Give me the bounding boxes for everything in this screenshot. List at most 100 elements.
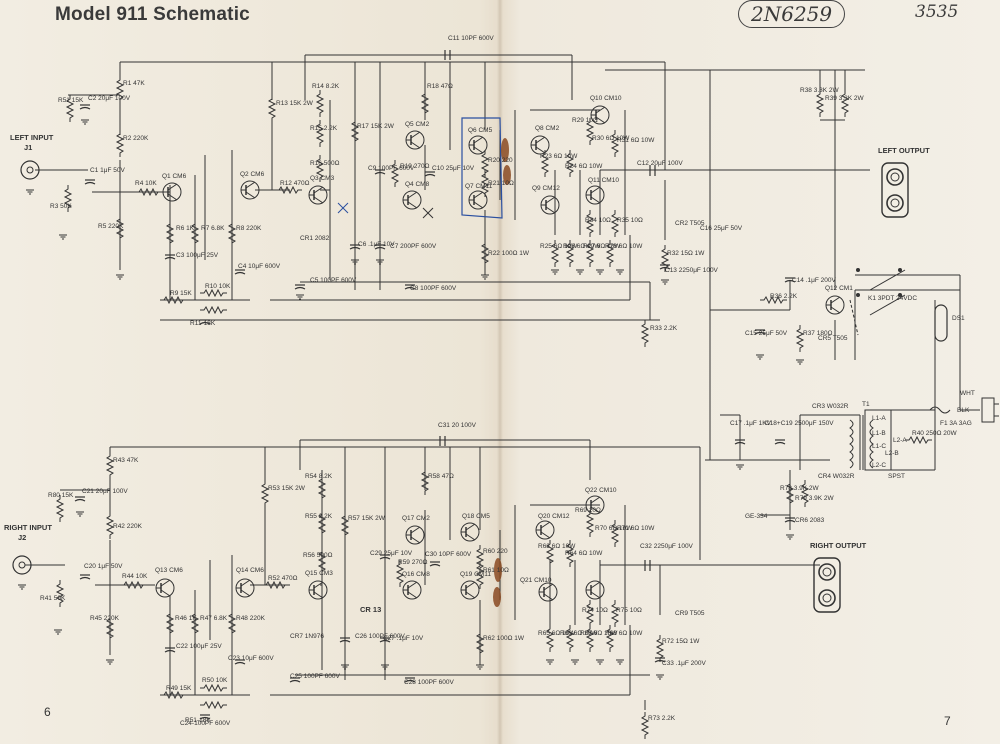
r40-label: R40 250Ω 20W <box>912 430 957 437</box>
page-fold <box>497 0 503 744</box>
top-resistor-label-36: R36 2.2K <box>770 293 798 300</box>
top-resistor-label-19: R19 270Ω <box>400 163 430 170</box>
top-capacitor-label-4: C5 100PF 600V <box>310 277 357 284</box>
bottom-resistor-label-0: R43 47K <box>113 457 139 464</box>
power-transformer <box>849 409 892 471</box>
top-resistor-label-12: R12 470Ω <box>280 180 310 187</box>
bottom-capacitor-label-4: C24-100PF 600V <box>180 720 231 727</box>
top-transistor-label-3: Q4 CM8 <box>405 181 430 188</box>
bottom-diode-label-0: CR7 1N976 <box>290 633 324 640</box>
j1-label: J1 <box>24 143 32 152</box>
handwritten-part-number: 2N6259 <box>738 0 846 28</box>
transformer-tap-label-1: L1-B <box>872 430 886 437</box>
transformer-tap-label-0: L1-A <box>872 415 886 422</box>
top-capacitor-label-13: C14 .1μF 200V <box>792 277 837 284</box>
bottom-resistor-label-33: R73 2.2K <box>648 715 676 722</box>
top-transistor-label-4: Q5 CM2 <box>405 121 430 128</box>
top-resistor-label-24: R24 6Ω 10W <box>565 163 603 170</box>
bottom-transistor-label-4: Q17 CM2 <box>402 515 430 522</box>
bottom-capacitor-label-1: C21 20μF 100V <box>82 488 128 495</box>
top-transistor-label-8: Q9 CM12 <box>532 185 560 192</box>
top-capacitor-label-14: C15 25μF 50V <box>745 330 788 337</box>
top-resistor-label-38: R38 3.3K 2W <box>800 87 840 94</box>
bottom-transistor-label-1: Q14 CM6 <box>236 567 264 574</box>
bottom-resistor-label-23: R63 6Ω 10W <box>538 543 576 550</box>
bottom-resistor-label-7: R47 6.8K <box>200 615 228 622</box>
bottom-transistor-label-9: Q22 CM10 <box>585 487 617 494</box>
bottom-resistor-label-29: R69 10Ω <box>575 507 601 514</box>
top-resistor-label-39: R39 3.3K 2W <box>825 95 865 102</box>
top-resistor-label-30: R30 6Ω 10W <box>592 135 630 142</box>
top-resistor-label-5: R5 220K <box>98 223 124 230</box>
top-transistor-label-6: Q7 CM11 <box>465 183 493 190</box>
top-resistor-label-34: R34 10Ω <box>585 217 611 224</box>
transformer-tap-label-5: L2-C <box>872 462 886 469</box>
bottom-resistor-label-16: R56 500Ω <box>303 552 333 559</box>
top-resistor-label-37: R37 180Ω <box>803 330 833 337</box>
top-resistor-label-2: R2 220K <box>123 135 149 142</box>
top-resistor-label-29: R29 10Ω <box>572 117 598 124</box>
cr3-label: CR3 W032R <box>812 403 849 410</box>
top-resistor-label-11: R11-18K <box>190 320 216 327</box>
top-capacitor-label-2: C3 100μF 25V <box>176 252 219 259</box>
bottom-transistor-label-3: Q16 CM8 <box>402 571 430 578</box>
t1-label: T1 <box>862 401 870 408</box>
top-resistor-label-4: R3 50K <box>50 203 72 210</box>
page-number-left: 6 <box>44 705 51 719</box>
bottom-resistor-label-15: R55 2.2K <box>305 513 333 520</box>
top-resistor-label-31: R31 6Ω 10W <box>617 137 655 144</box>
top-resistor-label-23: R23 6Ω 10W <box>540 153 578 160</box>
top-capacitor-label-7: C8 100PF 600V <box>410 285 457 292</box>
top-resistor-label-1: R51 15K <box>58 97 84 104</box>
bottom-channel-wiring <box>25 395 980 710</box>
bottom-resistor-label-22: R62 100Ω 1W <box>483 635 525 642</box>
top-diode-label-2: CR5 T505 <box>818 335 848 342</box>
right-output-label: RIGHT OUTPUT <box>810 541 867 550</box>
top-transistor-label-1: Q2 CM6 <box>240 171 265 178</box>
bottom-channel-components <box>12 397 999 740</box>
bottom-resistor-label-12: R52 470Ω <box>268 575 298 582</box>
top-transistor-label-0: Q1 CM6 <box>162 173 187 180</box>
bottom-resistor-label-2: R42 220K <box>113 523 143 530</box>
bottom-capacitor-label-0: C20 1μF 50V <box>84 563 123 570</box>
top-capacitor-label-12: C13 2250μF 100V <box>665 267 719 274</box>
bottom-capacitor-label-9: C29 25μF 10V <box>370 550 413 557</box>
wht-label: WHT <box>960 390 975 397</box>
cr6-label: CR6 2083 <box>795 517 825 524</box>
bottom-transistor-label-8: Q21 CM10 <box>520 577 552 584</box>
top-resistor-label-32: R32 15Ω 1W <box>667 250 705 257</box>
c17-label: C17 .1μF 1KV <box>730 420 772 427</box>
j2-label: J2 <box>18 533 26 542</box>
top-transistor-label-10: Q11 CM10 <box>588 177 619 184</box>
bottom-capacitor-label-5: C25 100PF 600V <box>290 673 341 680</box>
top-transistor-label-5: Q6 CM5 <box>468 127 493 134</box>
bottom-resistor-label-31: R71 6Ω 10W <box>617 525 655 532</box>
ge334-label: GE-334 <box>745 513 768 520</box>
bottom-resistor-label-20: R60 220 <box>483 548 508 555</box>
top-resistor-label-9: R9 15K <box>170 290 192 297</box>
bottom-resistor-label-13: R53 15K 2W <box>268 485 306 492</box>
top-capacitor-label-10: C11 10PF 600V <box>448 35 494 42</box>
bottom-transistor-label-7: Q20 CM12 <box>538 513 570 520</box>
bottom-resistor-label-6: R46 1K <box>175 615 197 622</box>
cr4-label: CR4 W032R <box>818 473 855 480</box>
bottom-capacitor-label-10: C30 10PF 600V <box>425 551 472 558</box>
handwritten-note: 3535 <box>915 2 959 22</box>
bottom-resistor-label-9: R49 15K <box>166 685 192 692</box>
bottom-resistor-label-37: R79 3.9K 2W <box>795 495 835 502</box>
top-resistor-label-22: R22 100Ω 1W <box>488 250 530 257</box>
top-resistor-label-17: R17 15K 2W <box>357 123 395 130</box>
page-title: Model 911 Schematic <box>55 4 250 25</box>
top-resistor-label-7: R7 6.8K <box>201 225 225 232</box>
bottom-transistor-label-0: Q13 CM6 <box>155 567 183 574</box>
bottom-resistor-label-3: R44 10K <box>122 573 148 580</box>
top-resistor-label-16: R16 500Ω <box>310 160 340 167</box>
bottom-resistor-label-8: R48 220K <box>236 615 266 622</box>
bottom-resistor-label-30: R70 6Ω 10W <box>595 525 633 532</box>
bottom-resistor-label-18: R58 47Ω <box>428 473 454 480</box>
top-diode-label-0: CR1 2082 <box>300 235 330 242</box>
bottom-capacitor-label-12: C32 2250μF 100V <box>640 543 694 550</box>
